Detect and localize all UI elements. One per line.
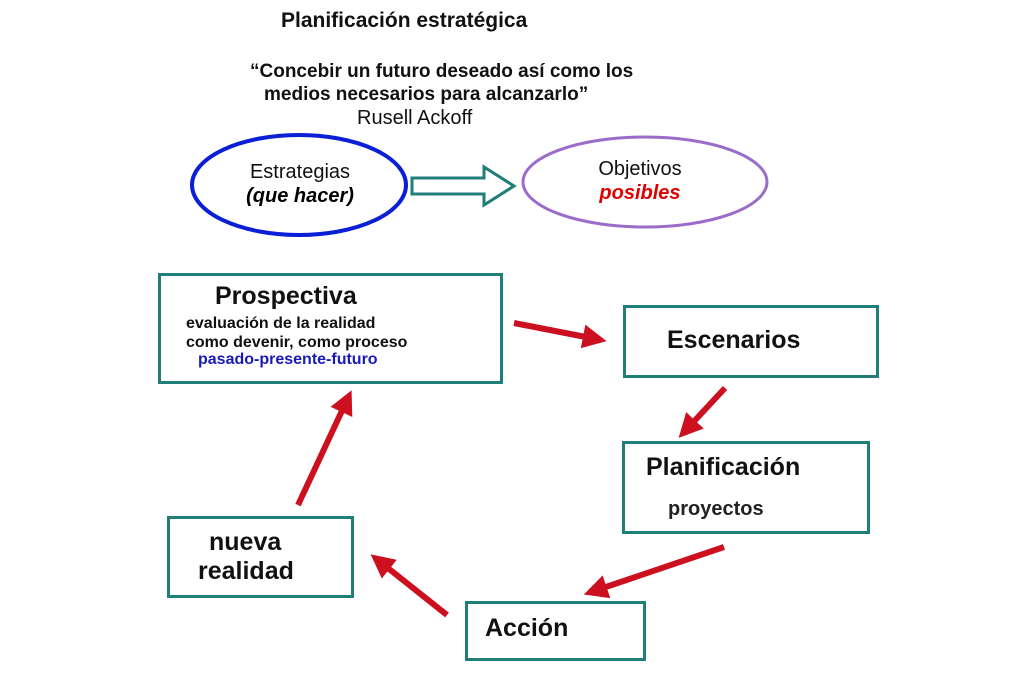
objectives-sublabel: posibles <box>599 182 681 204</box>
quote-line-1: “Concebir un futuro deseado así como los <box>250 61 634 82</box>
hollow-right-arrow <box>410 164 517 208</box>
prospectiva-line-2: como devenir, como proceso <box>186 334 408 351</box>
escenarios-box <box>623 305 879 378</box>
quote-author: Rusell Ackoff <box>357 107 473 129</box>
arrow-planificacion-to-accion <box>583 544 725 599</box>
objectives-label: Objetivos <box>598 158 682 180</box>
strategies-sublabel: (que hacer) <box>246 185 354 207</box>
accion-title: Acción <box>485 614 569 642</box>
arrow-escenarios-to-planificacion <box>678 385 728 438</box>
planificacion-box <box>622 441 870 534</box>
planificacion-title: Planificación <box>646 453 801 481</box>
objectives-oval-label: Objetivos posibles <box>560 157 720 205</box>
accion-box <box>465 601 646 661</box>
strategies-oval-label: Estrategias (que hacer) <box>210 160 390 208</box>
escenarios-title: Escenarios <box>667 326 801 354</box>
planificacion-subtitle: proyectos <box>668 498 764 520</box>
prospectiva-title: Prospectiva <box>215 282 357 310</box>
nueva-realidad-box <box>167 516 354 598</box>
quote-line-2: medios necesarios para alcanzarlo” <box>264 84 589 105</box>
prospectiva-line-3: pasado-presente-futuro <box>198 351 378 368</box>
prospectiva-box <box>158 273 503 384</box>
nueva-realidad-line-2: realidad <box>198 557 294 585</box>
nueva-realidad-line-1: nueva <box>209 528 282 556</box>
quote: “Concebir un futuro deseado así como los… <box>250 60 633 106</box>
prospectiva-line-1: evaluación de la realidad <box>186 315 376 332</box>
arrow-nueva-realidad-to-prospectiva <box>295 390 353 507</box>
objectives-oval <box>521 135 769 229</box>
arrow-accion-to-nueva-realidad <box>370 554 449 618</box>
page-title: Planificación estratégica <box>281 9 528 32</box>
strategies-oval <box>190 133 408 237</box>
arrow-prospectiva-to-escenarios <box>513 320 607 349</box>
strategies-label: Estrategias <box>249 161 351 183</box>
